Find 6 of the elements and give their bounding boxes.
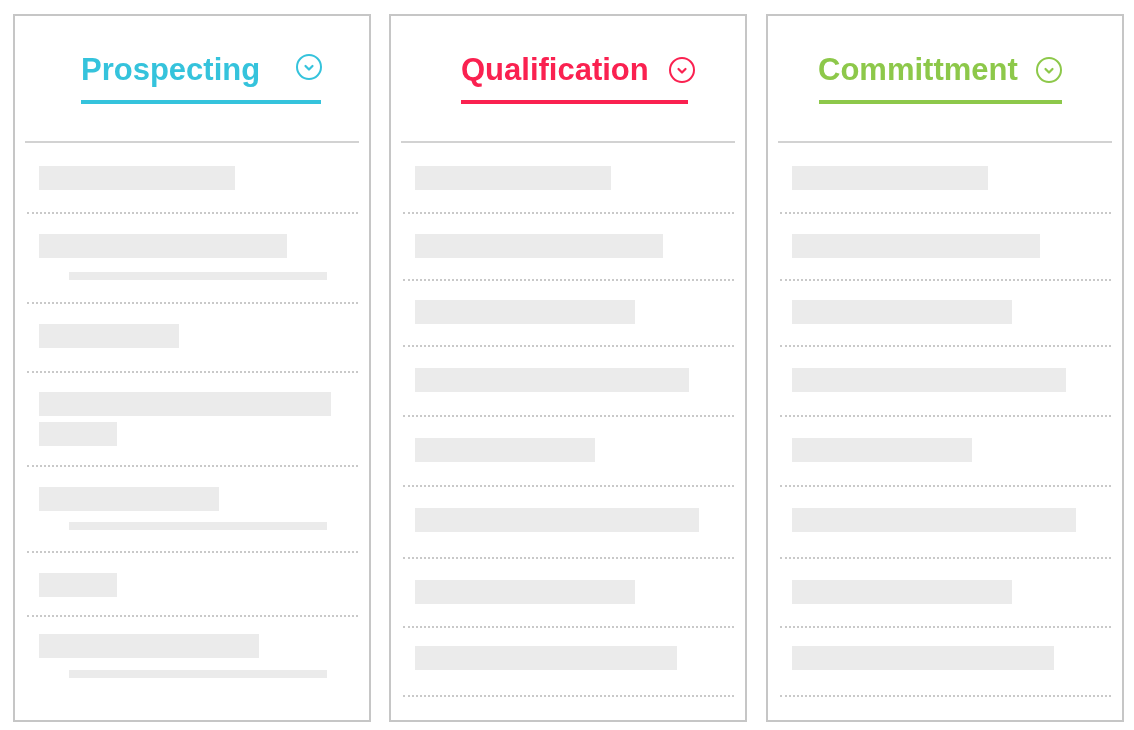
column-heading: Committment	[818, 52, 1018, 88]
column-panel	[389, 14, 747, 722]
column-panel	[13, 14, 371, 722]
column-heading: Prospecting	[81, 52, 261, 88]
column-heading: Qualification	[461, 52, 649, 88]
column-panel	[766, 14, 1124, 722]
